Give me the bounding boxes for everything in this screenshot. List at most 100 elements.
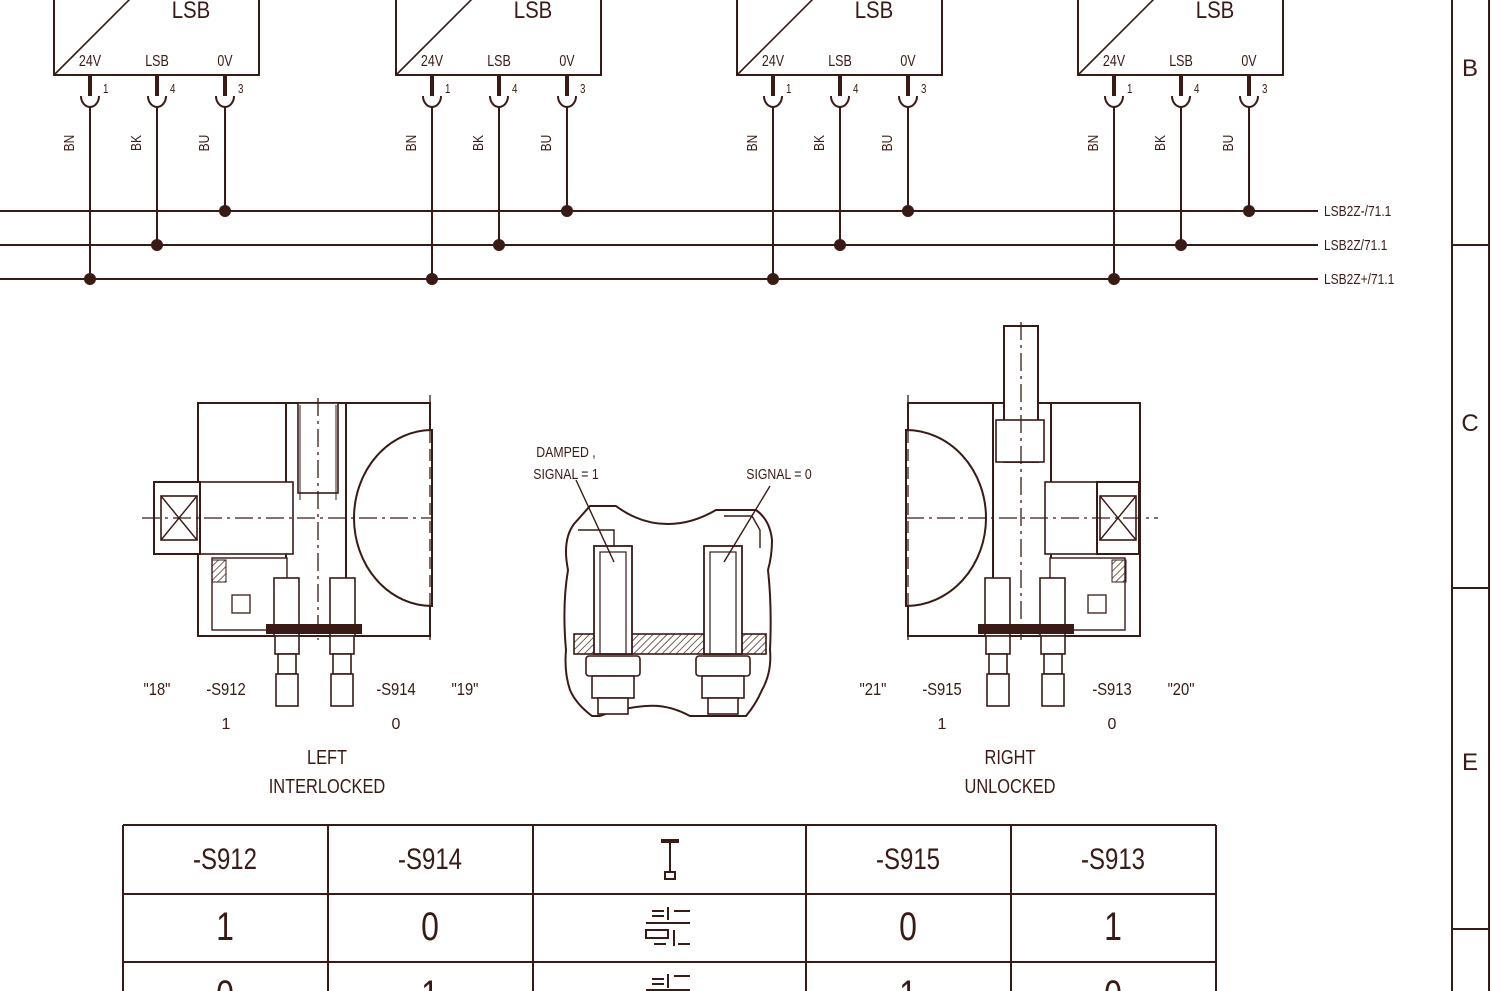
left-assembly-labels: "18" -S912 -S914 "19" 1 0 LEFT INTERLOCK…: [144, 680, 479, 798]
pin-socket: [1239, 95, 1259, 108]
pin-number: 3: [921, 83, 926, 97]
position-21-label: "21": [860, 680, 887, 700]
module-diagonal: [1077, 0, 1155, 76]
wire-color-label: BN: [61, 135, 78, 152]
pin-socket: [147, 95, 167, 108]
table-cell: 0: [899, 904, 917, 949]
pin-socket: [898, 95, 918, 108]
junction-dot: [493, 239, 505, 251]
junction-dot: [902, 205, 914, 217]
table-cell: 1: [216, 904, 234, 949]
switch-s914-label: -S914: [376, 680, 415, 700]
pin-socket: [489, 95, 509, 108]
right-caption-line1: RIGHT: [985, 745, 1036, 768]
table-header-cell: -S914: [398, 841, 462, 875]
junction-dot: [426, 273, 438, 285]
pin-socket: [830, 95, 850, 108]
drawing-frame: B C E: [1451, 0, 1490, 991]
switch-s913-label: -S913: [1092, 680, 1131, 700]
pin-socket: [422, 95, 442, 108]
pin-name-label: 24V: [762, 53, 785, 71]
switch-s915-label: -S915: [922, 680, 961, 700]
junction-dot: [1175, 239, 1187, 251]
right-lock-assembly: [905, 322, 1158, 707]
wire-color-label: BN: [1085, 135, 1102, 152]
pin-number: 1: [445, 83, 450, 97]
switch-state-table: -S912-S914-S915-S91310010110: [122, 824, 1217, 991]
wire-color-label: BN: [403, 135, 420, 152]
right-caption-line2: UNLOCKED: [964, 774, 1055, 797]
pin-name-label: 0V: [217, 53, 233, 71]
junction-dot: [767, 273, 779, 285]
pin-socket: [80, 95, 100, 108]
wire-color-label: BU: [879, 135, 896, 152]
bolt-symbol-icon: [661, 839, 679, 880]
pin-name-label: 24V: [1103, 53, 1126, 71]
table-cell: 1: [421, 972, 439, 991]
position-19-label: "19": [452, 680, 479, 700]
module-title: LSB: [514, 0, 553, 23]
left-caption-line1: LEFT: [307, 745, 347, 768]
pin-number: 1: [786, 83, 791, 97]
pin-name-label: LSB: [487, 53, 511, 71]
pin-socket: [557, 95, 577, 108]
pin-number: 4: [170, 83, 176, 97]
grid-ref-e: E: [1462, 749, 1478, 776]
position-20-label: "20": [1168, 680, 1195, 700]
sensor-detail-view: DAMPED , SIGNAL = 1 SIGNAL = 0: [533, 444, 812, 717]
position-18-label: "18": [144, 680, 171, 700]
pin-socket: [1171, 95, 1191, 108]
module-title: LSB: [172, 0, 211, 23]
pin-socket: [215, 95, 235, 108]
s914-state: 0: [392, 716, 401, 733]
pin-name-label: LSB: [1169, 53, 1193, 71]
right-assembly-labels: "21" -S915 -S913 "20" 1 0 RIGHT UNLOCKED: [860, 680, 1195, 798]
damped-label-line2: SIGNAL = 1: [533, 466, 598, 482]
module-title: LSB: [855, 0, 894, 23]
unlocked-symbol-icon: [646, 974, 690, 991]
switch-s912-label: -S912: [206, 680, 245, 700]
table-cell: 0: [216, 972, 234, 991]
wire-color-label: BK: [470, 135, 487, 151]
junction-dot: [84, 273, 96, 285]
wire-color-label: BK: [811, 135, 828, 151]
table-header-cell: -S912: [193, 841, 257, 875]
table-cell: 0: [1104, 972, 1122, 991]
pin-name-label: 24V: [421, 53, 444, 71]
pin-name-label: 0V: [900, 53, 916, 71]
sensor-modules: LSB24V1BNLSB4BK0V3BULSB24V1BNLSB4BK0V3BU…: [53, 0, 1284, 285]
junction-dot: [1108, 273, 1120, 285]
pin-number: 1: [1127, 83, 1132, 97]
wire-color-label: BU: [1220, 135, 1237, 152]
table-header-cell: -S913: [1081, 841, 1145, 875]
module-diagonal: [736, 0, 814, 76]
module-diagonal: [53, 0, 131, 76]
signal-zero-label: SIGNAL = 0: [746, 466, 812, 482]
wire-color-label: BU: [538, 135, 555, 152]
pin-name-label: LSB: [145, 53, 169, 71]
wire-color-label: BK: [1152, 135, 1169, 151]
module-diagonal: [395, 0, 473, 76]
pin-name-label: 0V: [559, 53, 575, 71]
table-header-cell: -S915: [876, 841, 940, 875]
interlocked-symbol-icon: [645, 907, 690, 946]
junction-dot: [561, 205, 573, 217]
pin-number: 3: [580, 83, 585, 97]
pin-number: 1: [103, 83, 108, 97]
bus-label-plus: LSB2Z+/71.1: [1324, 271, 1394, 288]
s912-state: 1: [222, 716, 231, 733]
module-title: LSB: [1196, 0, 1235, 23]
table-cell: 1: [1104, 904, 1122, 949]
pin-socket: [1104, 95, 1124, 108]
pin-number: 4: [1194, 83, 1200, 97]
table-cell: 0: [421, 904, 439, 949]
s915-state: 1: [938, 716, 947, 733]
left-caption-line2: INTERLOCKED: [269, 774, 386, 797]
grid-ref-b: B: [1462, 55, 1478, 82]
pin-name-label: LSB: [828, 53, 852, 71]
junction-dot: [151, 239, 163, 251]
